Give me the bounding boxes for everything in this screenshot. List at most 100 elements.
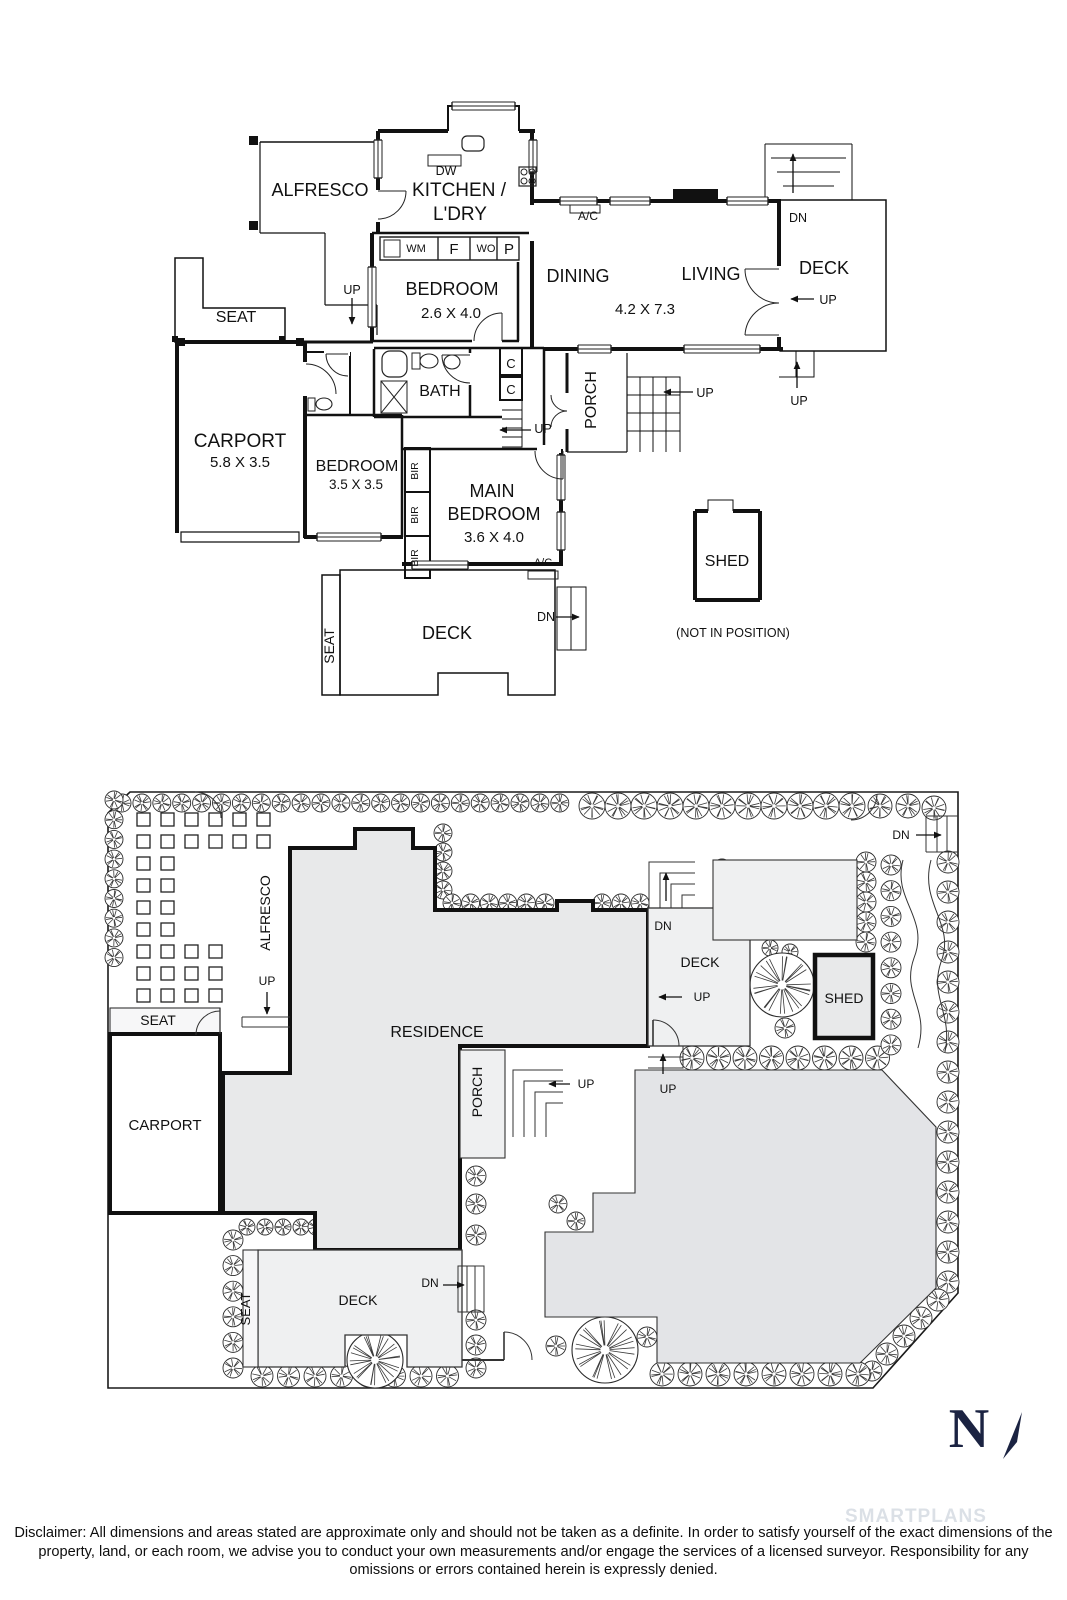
tree-icon: [277, 1364, 300, 1388]
site-line: [195, 1010, 221, 1036]
tree-branches: [938, 882, 958, 902]
tree-crown: [530, 793, 550, 813]
tree-icon: [409, 1364, 433, 1388]
wall_oven-label: WO: [477, 243, 496, 255]
tree-branches: [734, 1047, 756, 1069]
living-label: LIVING: [681, 264, 740, 284]
stair-arrows: [263, 153, 942, 1289]
tree-icon: [880, 1008, 902, 1030]
tree-icon: [936, 880, 960, 904]
tree-icon: [172, 793, 192, 813]
tree-branches: [814, 794, 838, 818]
tree-branches: [575, 1320, 635, 1380]
site-line: [850, 793, 878, 821]
north-compass: N: [949, 1398, 1022, 1460]
alfresco-pergola: [136, 812, 271, 1003]
wall-post: [296, 338, 304, 346]
up-label: UP: [790, 394, 807, 408]
site-line: [681, 894, 695, 908]
tree-icon: [892, 1324, 916, 1348]
tree-branches: [275, 1219, 291, 1235]
tree-branches: [467, 1167, 486, 1185]
door-arc: [744, 302, 780, 336]
tree-icon: [679, 1045, 705, 1071]
tree-icon: [855, 851, 877, 873]
kitchen_l2-label: L'DRY: [433, 204, 487, 225]
shed_note-label: (NOT IN POSITION): [676, 626, 790, 640]
tree-icon: [104, 889, 124, 908]
tree-crown: [172, 793, 192, 813]
site-residence: [221, 827, 650, 1252]
tree-branches: [707, 1363, 729, 1385]
tree-branches: [278, 1366, 299, 1386]
tree-crown: [636, 1326, 658, 1348]
tree-icon: [231, 793, 251, 813]
tree-crown: [430, 793, 450, 813]
carport_dims-label: 5.8 X 3.5: [210, 454, 270, 471]
pergola-post: [208, 988, 223, 1003]
tree-icon: [774, 1017, 796, 1039]
window-icon: [451, 101, 516, 111]
tree-icon: [470, 793, 490, 813]
tree-crown: [292, 1218, 310, 1236]
tree-branches: [349, 1335, 401, 1386]
tree-icon: [465, 1224, 487, 1246]
bir-label: BIR: [409, 506, 421, 524]
site-line: [503, 1331, 533, 1361]
tree-icon: [734, 792, 762, 820]
tree-icon: [936, 1180, 960, 1204]
tree-branches: [224, 1333, 242, 1352]
tree-branches: [467, 1336, 485, 1355]
bedroom2_dims-label: 2.6 X 4.0: [421, 305, 481, 322]
tree-icon: [636, 1326, 658, 1348]
tree-icon: [222, 1357, 244, 1379]
tree-crown: [838, 1045, 864, 1071]
tree-icon: [880, 983, 902, 1004]
tree-icon: [705, 1361, 731, 1387]
tree-branches: [938, 1122, 958, 1142]
tree-branches: [105, 910, 123, 927]
door-opening: [472, 337, 502, 345]
living_dims-label: 4.2 X 7.3: [615, 301, 675, 318]
window-icon: [556, 454, 566, 501]
tree-branches: [938, 1062, 958, 1082]
door-arc: [325, 353, 349, 377]
tree-branches: [938, 1212, 958, 1232]
tree-icon: [880, 905, 902, 927]
main_dims-label: 3.6 X 4.0: [464, 529, 524, 546]
wall: [779, 199, 887, 352]
pergola-post: [208, 944, 223, 959]
tree-branches: [840, 794, 864, 818]
up-label: UP: [660, 1082, 677, 1096]
site-shed: [812, 952, 876, 1041]
tree-icon: [545, 1335, 567, 1357]
tree-branches: [762, 940, 778, 956]
tree-icon: [490, 793, 510, 813]
tree-icon: [256, 1218, 274, 1236]
site-patio: [712, 859, 858, 941]
door-arc: [305, 363, 337, 395]
shed-label: SHED: [705, 553, 749, 570]
tree-branches: [638, 1327, 656, 1346]
wall-post: [249, 136, 258, 145]
tree-branches: [791, 1363, 813, 1385]
sink-icon: [461, 135, 485, 152]
tree-icon: [759, 1045, 784, 1071]
tree-icon: [706, 1045, 731, 1071]
ac-unit: [527, 570, 559, 580]
tree-icon: [433, 823, 453, 843]
tree-icon: [566, 1211, 586, 1231]
windows: [316, 101, 769, 570]
tree-icon: [222, 1255, 244, 1277]
tree-branches: [434, 824, 452, 842]
pergola-post: [136, 900, 151, 915]
bedroom-label: BEDROOM: [316, 458, 399, 475]
tree-icon: [192, 793, 212, 813]
tree-branches: [432, 794, 449, 811]
tree-crown: [436, 1364, 459, 1388]
tree-crown: [892, 1324, 916, 1348]
tree-branches: [223, 1231, 242, 1250]
up-label: UP: [343, 283, 360, 297]
tree-icon: [238, 1218, 256, 1236]
tree-icon: [749, 952, 815, 1018]
